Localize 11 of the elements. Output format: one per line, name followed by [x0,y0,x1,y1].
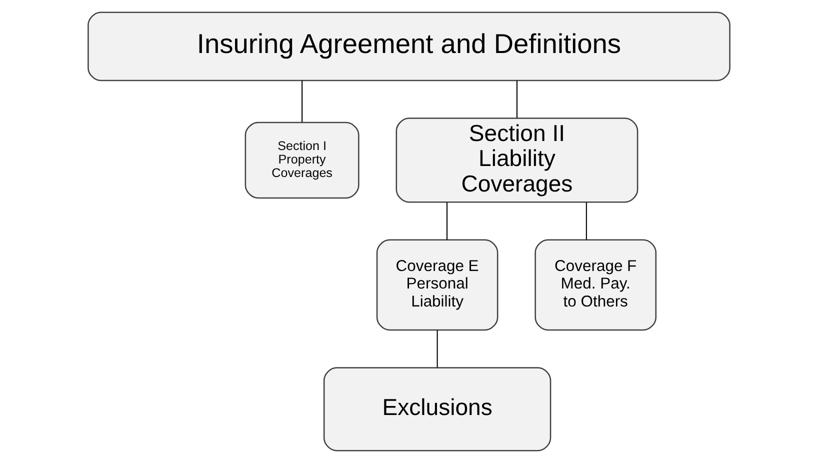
node-box: Section I Property Coverages [244,122,359,199]
connector [436,330,438,368]
node-box: Coverage E Personal Liability [376,239,498,331]
connector [446,202,448,240]
node-box: Coverage F Med. Pay. to Others [534,239,656,331]
connector [301,80,302,122]
connector [585,202,586,240]
node-box: Insuring Agreement and Definitions [87,12,730,82]
node-box: Exclusions [322,367,551,452]
node-box: Section II Liability Coverages [395,118,638,203]
connector [516,80,517,118]
